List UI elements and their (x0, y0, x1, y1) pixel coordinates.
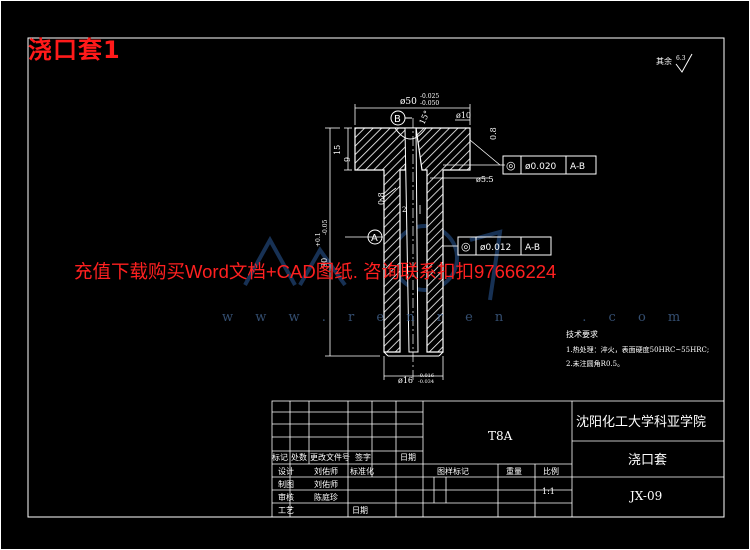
datum-b-label: B (394, 114, 401, 125)
tb-scale-label: 比例 (543, 466, 559, 476)
roughness-label: 其余 (656, 56, 672, 66)
tb-design-label: 设计 (278, 466, 294, 476)
tb-standard-label: 标准化 (350, 466, 374, 476)
roughness-mark: 其余 6.3 (656, 53, 693, 73)
watermark-url-right: . c o m (582, 310, 690, 325)
sprue-bushing-section (354, 118, 471, 380)
dim-right-r: 0.8 (489, 127, 498, 140)
watermark-url: w w w . r e n r e n . c o m (222, 310, 689, 325)
dim-angle: 15° (418, 109, 432, 126)
tb-process-label: 工艺 (278, 506, 294, 515)
tb-school: 沈阳化工大学科亚学院 (576, 414, 706, 430)
roughness-value: 6.3 (676, 55, 686, 62)
datum-a-label: A (371, 233, 378, 244)
tb-header-doc: 更改文件号 (310, 452, 350, 462)
tb-material: T8A (488, 429, 513, 443)
dim-small-dia: ø5.5 (476, 175, 494, 184)
tb-header-count: 处数 (291, 452, 307, 462)
dim-long-len: 90 (320, 258, 329, 268)
notes-title: 技术要求 (566, 329, 598, 339)
gdt-frame-2: ◎ ø0.012 A-B (457, 236, 552, 256)
tb-scale: 1:1 (542, 487, 555, 496)
gdt-1-symbol: ◎ (506, 159, 516, 172)
gdt-2-value: ø0.012 (480, 243, 511, 253)
drawing-heading: 浇口套1 (28, 36, 121, 64)
tb-header-date: 日期 (400, 453, 416, 462)
dim-long-tol-lower: -0.05 (322, 219, 329, 235)
tb-mark-label: 图样标记 (437, 466, 469, 476)
tb-header-mark: 标记 (272, 452, 288, 462)
tb-draw-name: 刘佑师 (314, 479, 338, 489)
promo-banner: 充值下载购买Word文档+CAD图纸. 咨询联系扣扣97666224 (74, 261, 557, 282)
datum-b-marker: B (390, 110, 412, 126)
dim-mid-r: 0.8 (377, 192, 386, 205)
dim-h15: 15 (333, 145, 342, 155)
dim-top-tol-upper: -0.025 (420, 93, 439, 100)
dim-bot-tol-lower: -0.034 (418, 379, 434, 385)
gdt-1-datum: A-B (570, 162, 585, 172)
dimension-lines (325, 104, 505, 380)
dim-h9: 9 (343, 157, 352, 162)
tb-drawing-no: JX-09 (628, 489, 662, 503)
gdt-frame-1: ◎ ø0.020 A-B (502, 155, 597, 175)
gdt-2-symbol: ◎ (461, 240, 471, 253)
tb-weight-label: 重量 (506, 466, 522, 476)
dim-top-dia: ø50 (400, 97, 417, 107)
tb-header-sign: 签字 (355, 452, 371, 462)
watermark-url-left: w w w . r e n r e n (222, 310, 513, 325)
gdt-1-value: ø0.020 (525, 162, 557, 172)
tb-draw-label: 制图 (278, 479, 294, 489)
title-block (271, 400, 725, 518)
dim-mid-len: 2 (402, 206, 406, 214)
tb-check-label: 审核 (278, 492, 294, 502)
datum-a-marker: A (367, 229, 383, 245)
tb-design-name: 刘佑师 (314, 466, 338, 476)
dim-long-tol-upper: +0.1 (315, 232, 322, 247)
dim-top-tol-lower: -0.050 (420, 100, 439, 107)
gdt-2-datum: A-B (525, 243, 540, 253)
dim-hole-dia: ø10 (456, 111, 471, 120)
dim-bot-dia: ø16 (398, 376, 413, 385)
tb-process-date: 日期 (352, 506, 368, 515)
dim-bot-tol-upper: -0.016 (418, 373, 434, 379)
tb-part-name: 浇口套 (628, 452, 667, 468)
notes-line-2: 2.未注圆角R0.5。 (566, 359, 624, 368)
tb-check-name: 陈庭珍 (314, 492, 338, 502)
notes-line-1: 1.热处理：淬火，表面硬度50HRC~55HRC; (566, 345, 709, 354)
